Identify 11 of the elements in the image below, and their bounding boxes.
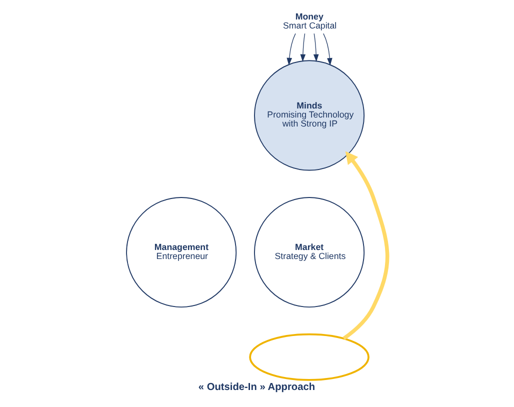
arrow [286,33,296,66]
node-circle: Management Entrepreneur [126,197,237,308]
caption: « Outside-In » Approach [198,382,316,393]
node-circle: Minds Promising Technology with Strong IP [254,60,365,171]
node-ellipse [249,333,370,381]
node-text: Money Smart Capital [283,12,337,30]
arrow [300,33,306,62]
arrow [342,151,390,340]
arrow [313,33,319,62]
arrow [323,33,332,66]
node-circle: Market Strategy & Clients [254,197,365,308]
